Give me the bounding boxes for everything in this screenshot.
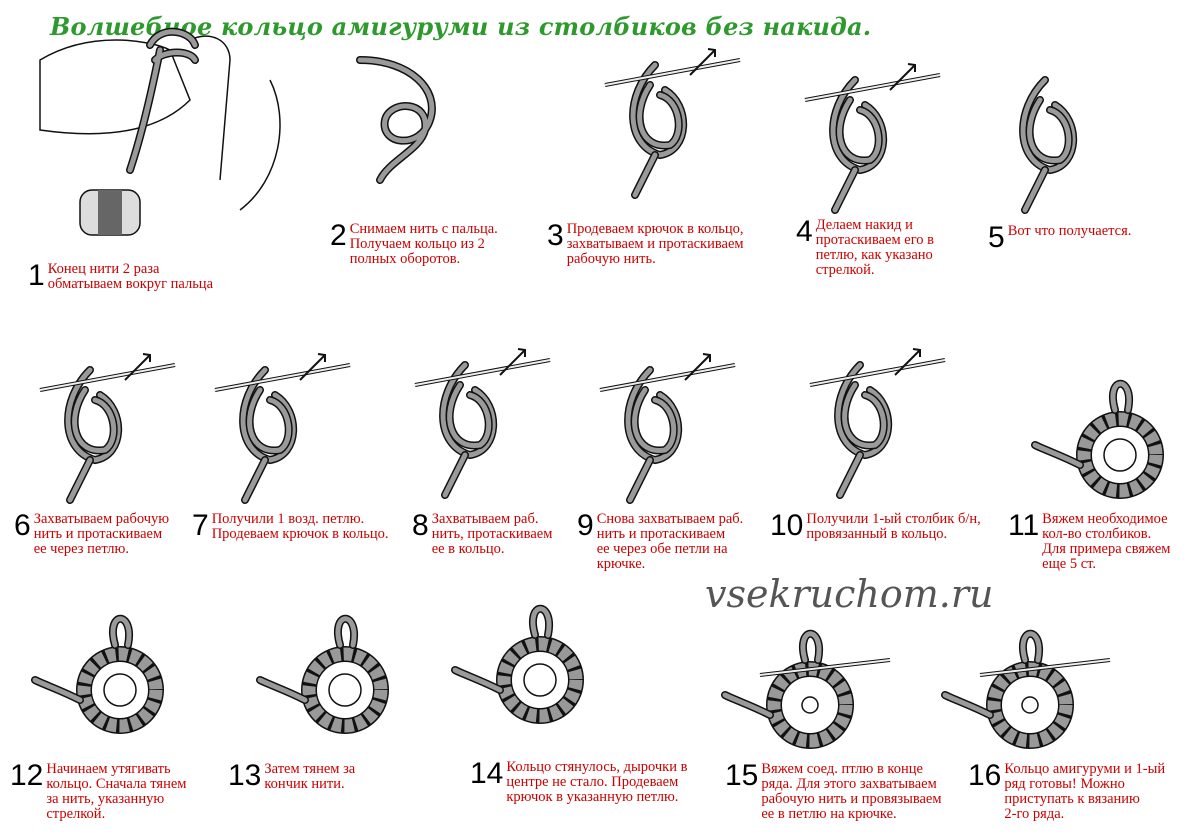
- step-caption: Получили 1 возд. петлю. Продеваем крючок…: [211, 511, 389, 542]
- step-number: 15: [725, 759, 759, 792]
- step-caption: Захватываем раб. нить, протаскиваем ее в…: [431, 511, 553, 557]
- page-title: Волшебное кольцо амигуруми из столбиков …: [50, 12, 872, 41]
- step-number: 3: [547, 219, 564, 252]
- step-number: 13: [228, 759, 262, 792]
- arrow-icon: [299, 353, 326, 381]
- step-caption: Вяжем необходимое кол-во столбиков. Для …: [1042, 511, 1171, 572]
- step-number: 4: [796, 215, 813, 248]
- illustration-step-1: [39, 27, 281, 236]
- illustration-step-12: [31, 614, 164, 734]
- arrow-icon: [684, 353, 711, 381]
- step-caption: Вяжем соед. птлю в конце ряда. Для этого…: [761, 761, 942, 822]
- illustration-step-8: [414, 348, 551, 499]
- illustration-step-16: [941, 629, 1111, 749]
- step-number: 5: [988, 221, 1005, 254]
- step-caption: Продеваем крючок в кольцо, захватываем и…: [566, 221, 744, 267]
- illustration-step-9: [599, 353, 736, 504]
- illustration-step-3: [604, 48, 741, 199]
- illustration-step-15: [721, 629, 891, 749]
- arrow-icon: [889, 63, 916, 91]
- step-number: 6: [14, 509, 31, 542]
- step-caption: Затем тянем за кончик нити.: [264, 761, 356, 792]
- step-caption: Конец нити 2 раза обматываем вокруг паль…: [47, 261, 214, 292]
- step-caption: Захватываем рабочую нить и протаскиваем …: [33, 511, 170, 557]
- step-number: 11: [1008, 509, 1040, 542]
- illustration-step-7: [214, 353, 351, 504]
- step-caption: Начинаем утягивать кольцо. Сначала тянем…: [46, 761, 187, 822]
- step-caption: Кольцо стянулось, дырочки в центре не ст…: [506, 759, 688, 805]
- step-number: 14: [470, 757, 504, 790]
- step-number: 7: [192, 509, 209, 542]
- illustration-step-5: [1019, 76, 1078, 214]
- illustration-step-2: [356, 56, 436, 184]
- arrow-icon: [124, 353, 151, 381]
- arrow-icon: [894, 348, 921, 376]
- step-number: 2: [330, 219, 347, 252]
- illustration-step-4: [804, 63, 941, 214]
- step-number: 9: [577, 509, 594, 542]
- arrow-icon: [499, 348, 526, 376]
- step-caption: Получили 1-ый столбик б/н, провязанный в…: [806, 511, 981, 542]
- illustration-step-14: [451, 604, 584, 724]
- step-number: 12: [10, 759, 44, 792]
- step-caption: Делаем накид и протаскиваем его в петлю,…: [815, 217, 935, 278]
- step-caption: Снимаем нить с пальца. Получаем кольцо и…: [349, 221, 498, 267]
- step-number: 16: [968, 759, 1002, 792]
- watermark: vsekruchom.ru: [705, 572, 994, 616]
- step-caption: Кольцо амигуруми и 1-ый ряд готовы! Можн…: [1004, 761, 1166, 822]
- illustration-step-10: [809, 348, 946, 499]
- step-caption: Снова захватываем раб. нить и протаскива…: [596, 511, 744, 572]
- illustration-step-13: [256, 614, 389, 734]
- step-number: 1: [28, 259, 45, 292]
- arrow-icon: [689, 48, 716, 76]
- step-number: 8: [412, 509, 429, 542]
- step-caption: Вот что получается.: [1007, 223, 1132, 239]
- illustration-step-6: [39, 353, 176, 504]
- illustration-step-11: [1031, 379, 1164, 499]
- step-number: 10: [770, 509, 804, 542]
